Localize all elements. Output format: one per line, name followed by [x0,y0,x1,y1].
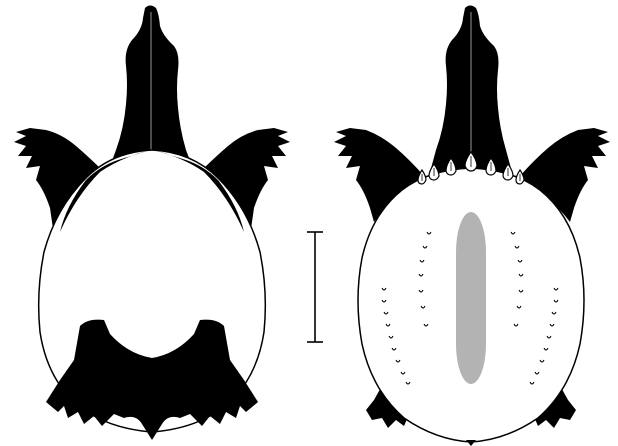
ventral-midline-stripe [456,212,486,384]
scale-bar [307,232,323,342]
ventral-tail [466,440,476,446]
ventral-view [334,6,610,446]
dorsal-view [14,6,290,441]
